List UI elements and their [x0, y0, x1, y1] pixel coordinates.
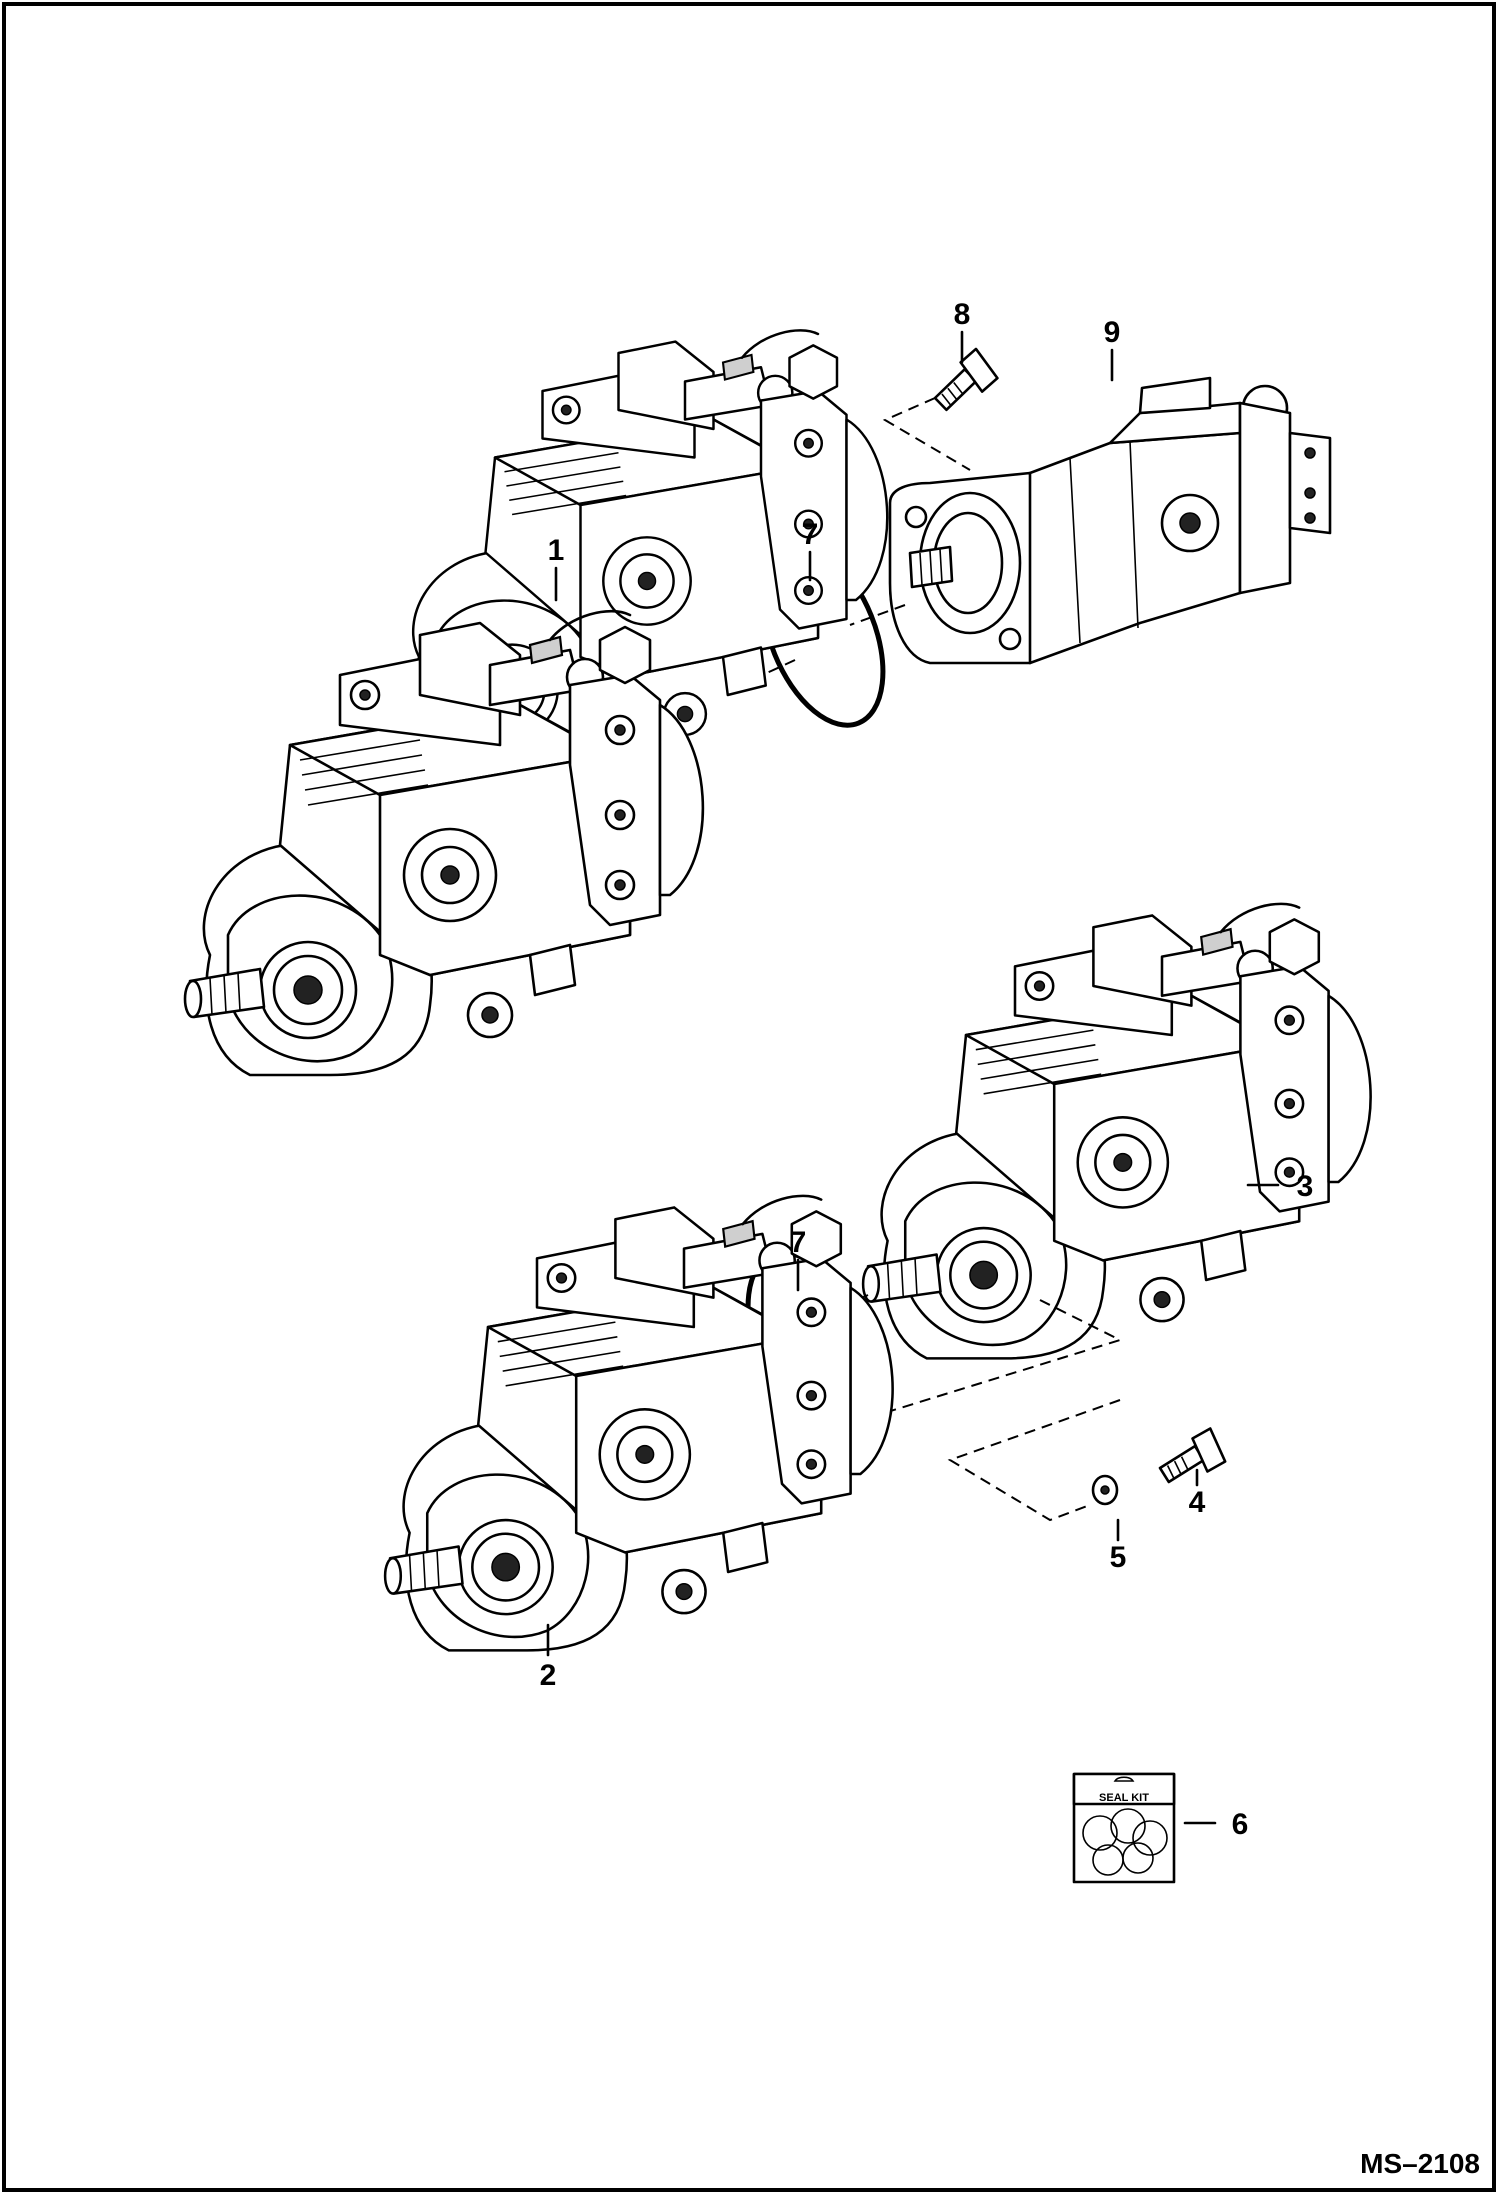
callout-1: 1 [548, 534, 565, 567]
seal-kit-label: SEAL KIT [1099, 1792, 1149, 1804]
callout-7-upper: 7 [802, 518, 819, 551]
leader-8 [882, 397, 971, 471]
callout-9: 9 [1104, 316, 1121, 349]
callout-8: 8 [954, 298, 971, 331]
callout-4: 4 [1189, 1486, 1206, 1519]
callout-7-lower: 7 [790, 1226, 807, 1259]
leader-4-5 [947, 1399, 1121, 1522]
seal-kit-icon: SEAL KIT [1072, 1772, 1176, 1884]
pump-3 [861, 902, 1372, 1360]
tandem-pump-1-front [183, 609, 705, 1077]
callout-5: 5 [1110, 1541, 1127, 1574]
callout-2: 2 [540, 1659, 557, 1692]
washer-5-hole [1100, 1485, 1110, 1495]
bolt-4 [1151, 1425, 1228, 1487]
callout-3: 3 [1297, 1170, 1314, 1203]
drawing-number: MS–2108 [1360, 2148, 1480, 2179]
gear-pump-9 [888, 376, 1332, 665]
callout-6: 6 [1232, 1808, 1249, 1841]
pump-2 [383, 1194, 894, 1652]
